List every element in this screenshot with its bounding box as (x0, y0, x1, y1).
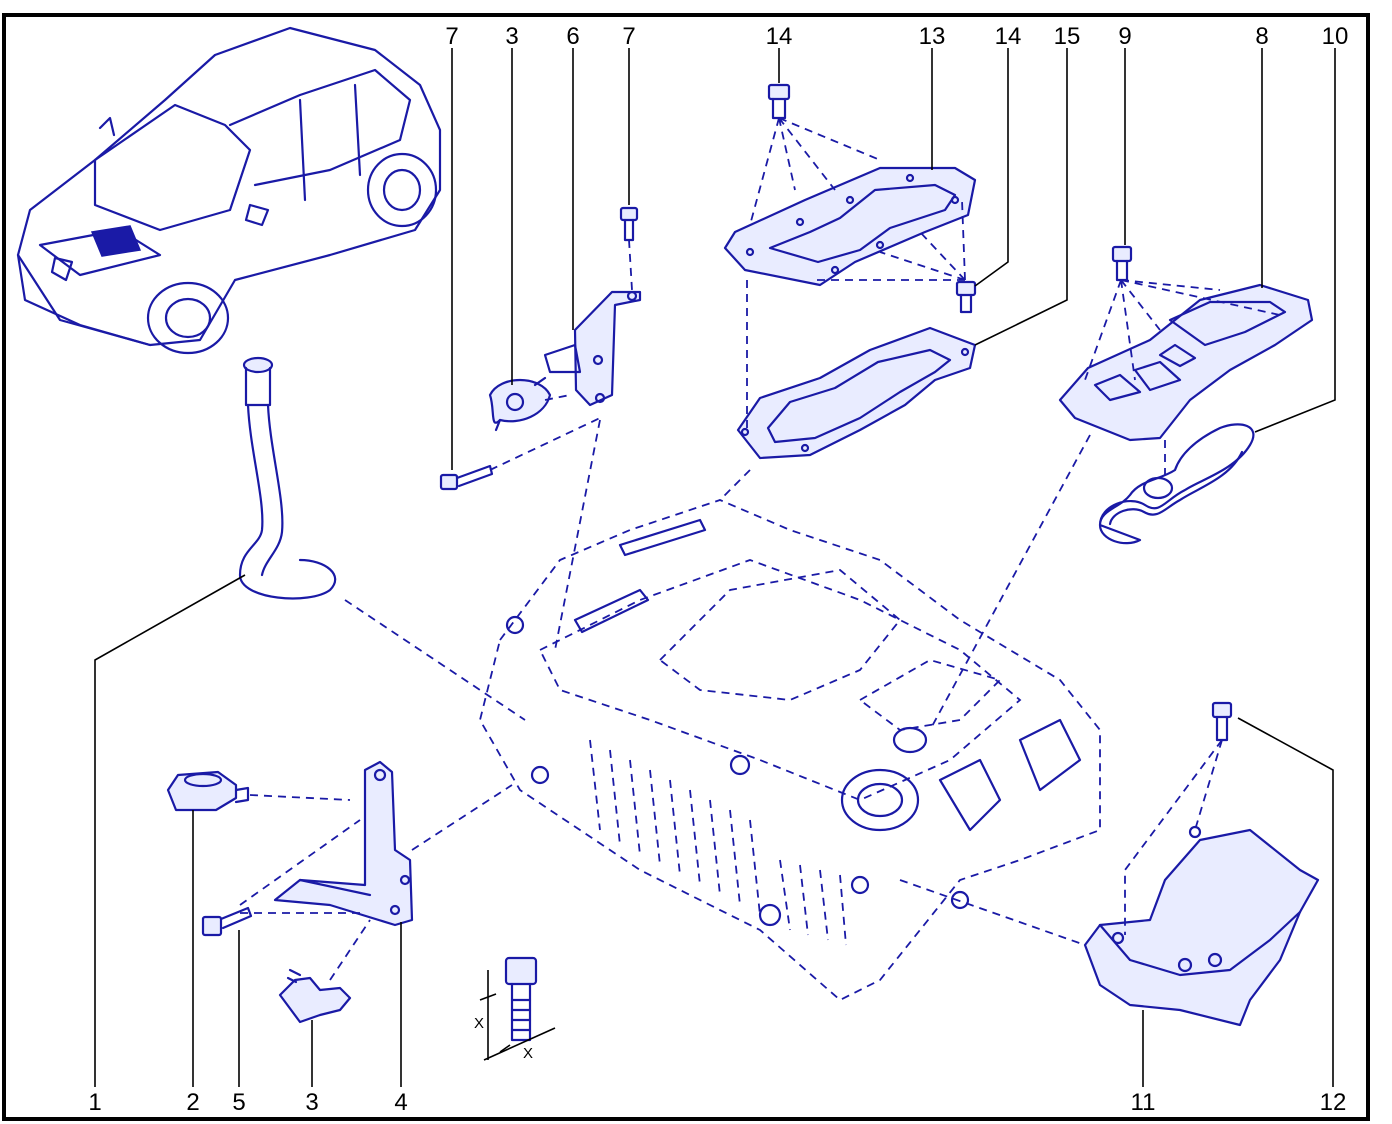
bolt-5 (201, 906, 253, 937)
leader-lines (94, 48, 1336, 1087)
cooling-fins (589, 739, 761, 916)
bolt-14-top (767, 83, 791, 120)
bolt-14-right (955, 280, 977, 314)
callout-top-8: 15 (1054, 23, 1081, 50)
cover-plate-13 (723, 166, 977, 287)
gasket-15 (736, 326, 977, 460)
callout-top-11: 10 (1322, 23, 1349, 50)
bolt-7-left (439, 464, 494, 491)
clip-3-lower (278, 968, 352, 1024)
callout-top-1: 7 (445, 23, 458, 50)
callout-top-4: 7 (622, 23, 635, 50)
callout-numbers: 7 3 6 7 14 13 14 15 9 8 10 1 2 5 3 4 11 … (88, 23, 1348, 1116)
callout-bottom-4: 3 (305, 1089, 318, 1116)
dimension-label-vertical: X (474, 1015, 484, 1032)
cover-plate-8 (1058, 283, 1314, 442)
callout-top-10: 8 (1255, 23, 1268, 50)
bolt-9 (1111, 245, 1133, 282)
bolt-length-detail (479, 956, 556, 1061)
clip-2 (166, 770, 250, 812)
heat-shield-11 (1083, 825, 1320, 1027)
bolt-7-right (619, 206, 639, 242)
callout-bottom-7: 12 (1320, 1089, 1347, 1116)
callout-top-6: 13 (919, 23, 946, 50)
clip-part-upper (488, 376, 552, 432)
callout-top-5: 14 (766, 23, 793, 50)
hose-part (238, 356, 337, 600)
small-bracket-part (543, 290, 642, 407)
dimension-label-horizontal: X (523, 1045, 533, 1062)
assembly-lines (239, 117, 1281, 981)
callout-bottom-1: 1 (88, 1089, 101, 1116)
bracket-4 (273, 760, 414, 927)
callout-bottom-2: 2 (186, 1089, 199, 1116)
callout-bottom-3: 5 (232, 1089, 245, 1116)
inverter-housing (479, 499, 1101, 1002)
callout-top-3: 6 (566, 23, 579, 50)
bolt-12 (1211, 701, 1233, 742)
callout-bottom-6: 11 (1131, 1089, 1156, 1116)
callout-bottom-5: 4 (394, 1089, 407, 1116)
callout-top-2: 3 (505, 23, 518, 50)
vehicle-illustration (16, 26, 442, 355)
diagram-frame (2, 13, 1370, 1121)
seal-rings-10 (1098, 423, 1255, 545)
callout-top-7: 14 (995, 23, 1022, 50)
dimension-labels: X X (474, 1015, 533, 1062)
bolt-parts (201, 83, 1233, 937)
callout-top-9: 9 (1118, 23, 1131, 50)
